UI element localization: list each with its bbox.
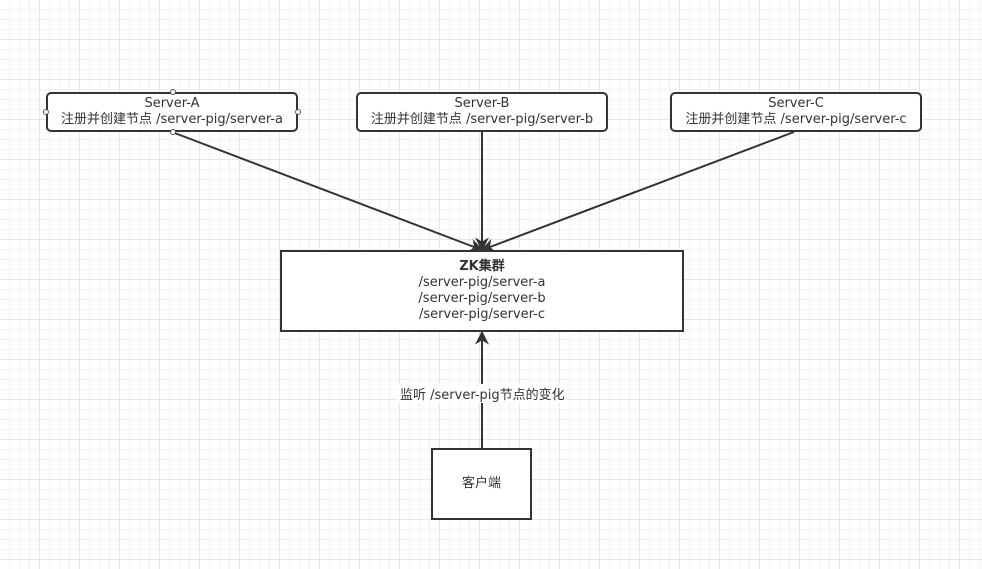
server-c-subtitle: 注册并创建节点 /server-pig/server-c <box>685 112 907 127</box>
zk-cluster-title: ZK集群 <box>459 259 505 274</box>
client-title: 客户端 <box>461 476 501 491</box>
edge-server-a-to-zk[interactable] <box>171 131 484 253</box>
zk-cluster-path-b: /server-pig/server-b <box>418 291 546 306</box>
server-a-subtitle: 注册并创建节点 /server-pig/server-a <box>61 112 283 127</box>
server-a-title: Server-A <box>144 96 200 111</box>
server-c-node[interactable]: Server-C 注册并创建节点 /server-pig/server-c <box>670 92 922 132</box>
connection-handle-top[interactable] <box>170 89 176 95</box>
server-c-title: Server-C <box>768 96 824 111</box>
zk-cluster-path-a: /server-pig/server-a <box>418 275 546 290</box>
server-b-subtitle: 注册并创建节点 /server-pig/server-b <box>370 112 594 127</box>
connection-handle-right[interactable] <box>295 109 301 115</box>
server-b-node[interactable]: Server-B 注册并创建节点 /server-pig/server-b <box>356 92 608 132</box>
server-b-title: Server-B <box>454 96 510 111</box>
edge-server-c-to-zk[interactable] <box>480 131 795 253</box>
client-to-zk-edge-label: 监听 /server-pig节点的变化 <box>398 384 567 403</box>
connection-handle-bottom[interactable] <box>170 129 176 135</box>
zk-cluster-node[interactable]: ZK集群 /server-pig/server-a /server-pig/se… <box>280 250 684 332</box>
connection-handle-left[interactable] <box>43 109 49 115</box>
server-a-node[interactable]: Server-A 注册并创建节点 /server-pig/server-a <box>43 89 301 135</box>
zk-cluster-path-c: /server-pig/server-c <box>418 307 546 322</box>
client-node[interactable]: 客户端 <box>431 448 532 520</box>
